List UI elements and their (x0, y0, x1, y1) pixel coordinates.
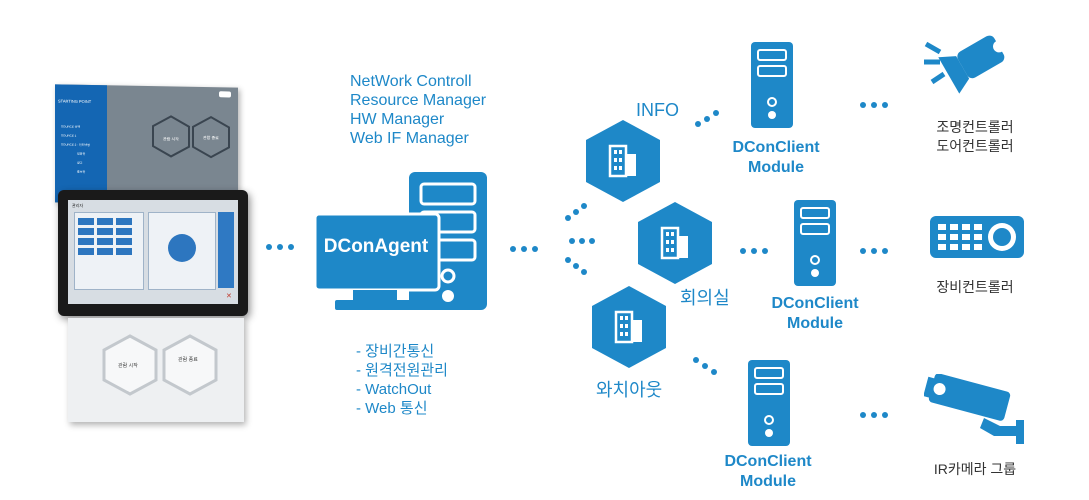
connector-dots (510, 238, 543, 252)
hex-start (152, 115, 190, 158)
bottom-hex2[interactable]: 관람 종료 (178, 357, 198, 363)
location-label-info: INFO (636, 100, 679, 120)
location-label-meeting: 회의실 (680, 288, 730, 308)
screen-top: STARTING POINT SOURCE 선택 SOURCE 1 SOURCE… (55, 84, 238, 206)
location-hex-info (586, 120, 660, 202)
tablet-title: 관리자 (72, 203, 84, 208)
feature-item: HW Manager (350, 111, 445, 128)
tablet-btn[interactable] (97, 248, 113, 255)
feature-item: Resource Manager (350, 92, 487, 109)
building-icon (608, 144, 636, 178)
fanout-dots (565, 203, 595, 275)
screen-top-hex1[interactable]: 관람 시작 (163, 136, 179, 142)
menu-item[interactable]: 영화관 (77, 151, 86, 156)
feature-item: - Web 통신 (356, 400, 428, 417)
connector-dots (860, 404, 893, 418)
feature-item: - 원격전원관리 (356, 362, 448, 379)
server-icon (794, 200, 836, 286)
connector-dots (860, 240, 893, 254)
device-label: 장비컨트롤러 (936, 279, 1014, 295)
tablet-btn[interactable] (97, 218, 113, 225)
server-icon (751, 42, 793, 128)
feature-item: NetWork Controll (350, 73, 472, 90)
screen-top-hex2[interactable]: 관람 종료 (203, 134, 219, 141)
logo-icon (219, 91, 231, 98)
menu-item[interactable]: SOURCE 2 · 인터넷방 (61, 142, 91, 148)
agent-top-features: NetWork Controll Resource Manager HW Man… (350, 72, 486, 148)
menu-item[interactable]: 광고 (77, 160, 83, 165)
agent-icon (313, 172, 487, 310)
tablet-display: 관리자 (68, 200, 238, 304)
tablet-btn[interactable] (116, 248, 132, 255)
tablet-btn[interactable] (116, 238, 132, 245)
tablet-btn[interactable] (116, 218, 132, 225)
screen-bottom: 관람 시작 관람 종료 (68, 318, 244, 422)
screen-top-title: STARTING POINT (58, 98, 92, 105)
tablet-side-controls (218, 212, 234, 288)
connector-dots (693, 357, 717, 375)
screen-tablet: 관리자 (58, 190, 248, 316)
building-icon (660, 226, 688, 260)
tablet-btn[interactable] (97, 238, 113, 245)
connector-dots (740, 240, 773, 254)
spotlight-icon (924, 35, 1006, 94)
connector-dots (860, 94, 893, 108)
hex-end (192, 115, 230, 159)
location-label-watchout: 와치아웃 (596, 380, 663, 400)
tablet-right-panel (148, 212, 216, 290)
building-icon (614, 310, 642, 344)
tablet-btn[interactable] (78, 218, 94, 225)
tablet-button-grid (78, 218, 138, 255)
feature-item: - 장비간통신 (356, 343, 435, 360)
tablet-dpad[interactable] (168, 234, 196, 262)
connector-dots (266, 236, 299, 250)
tablet-btn[interactable] (78, 238, 94, 245)
device-label: IR카메라 그룹 (933, 461, 1017, 477)
menu-item[interactable]: SOURCE 1 (61, 133, 77, 138)
server-icon (748, 360, 790, 446)
agent-bottom-features: - 장비간통신 - 원격전원관리 - WatchOut - Web 통신 (356, 342, 448, 418)
location-hex-watchout (592, 286, 666, 368)
screen-top-menu: SOURCE 선택 SOURCE 1 SOURCE 2 · 인터넷방 영화관 광… (61, 123, 90, 178)
tablet-btn[interactable] (78, 248, 94, 255)
connector-dots (695, 110, 719, 127)
camera-icon (924, 374, 1024, 444)
tablet-btn[interactable] (97, 228, 113, 235)
agent-name: DConAgent (323, 236, 429, 257)
tablet-btn[interactable] (78, 228, 94, 235)
projector-icon (930, 216, 1024, 258)
hex-buttons-bottom (102, 334, 218, 396)
hex-buttons (152, 115, 230, 159)
menu-item[interactable]: 홍보관 (77, 169, 86, 174)
menu-item[interactable]: SOURCE 선택 (61, 124, 81, 129)
tablet-close-icon[interactable]: ✕ (226, 293, 232, 300)
feature-item: - WatchOut (356, 381, 432, 398)
bottom-hex1[interactable]: 관람 시작 (118, 363, 138, 369)
location-hex-meeting (638, 202, 712, 284)
tablet-btn[interactable] (116, 228, 132, 235)
feature-item: Web IF Manager (350, 130, 469, 147)
